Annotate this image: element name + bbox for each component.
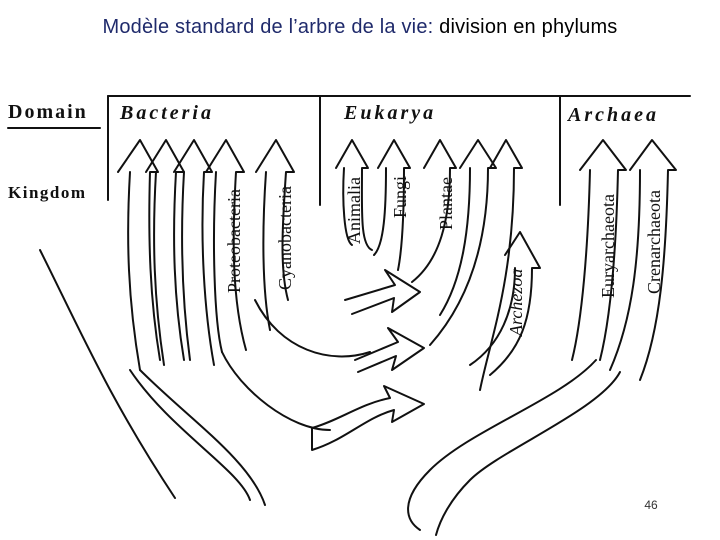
kingdom-fungi: Fungi: [390, 176, 410, 218]
domain-eukarya: Eukarya: [343, 102, 436, 124]
page-number: 46: [644, 498, 658, 512]
domain-archaea: Archaea: [566, 104, 659, 126]
domain-row-label: Domain: [8, 101, 88, 123]
kingdom-plantae: Plantae: [436, 177, 456, 230]
kingdom-archezoa: Archezoa: [506, 269, 526, 337]
kingdom-row-label: Kingdom: [8, 183, 87, 202]
eukarya-branches: [311, 139, 541, 451]
kingdom-crenarchaeota: Crenarchaeota: [644, 190, 664, 294]
title-rest: division en phylums: [439, 16, 618, 38]
kingdom-proteobacteria: Proteobacteria: [224, 189, 244, 293]
kingdom-euryarchaeota: Euryarchaeota: [598, 194, 618, 298]
slide-title: Modèle standard de l’arbre de la vie: di…: [0, 16, 720, 39]
title-main: Modèle standard de l’arbre de la vie:: [102, 16, 434, 38]
kingdom-animalia: Animalia: [344, 177, 364, 244]
domain-bacteria: Bacteria: [119, 102, 214, 124]
bacteria-branches: [39, 139, 371, 506]
kingdom-cyanobacteria: Cyanobacteria: [275, 186, 295, 290]
archaea-branches: [407, 139, 677, 536]
